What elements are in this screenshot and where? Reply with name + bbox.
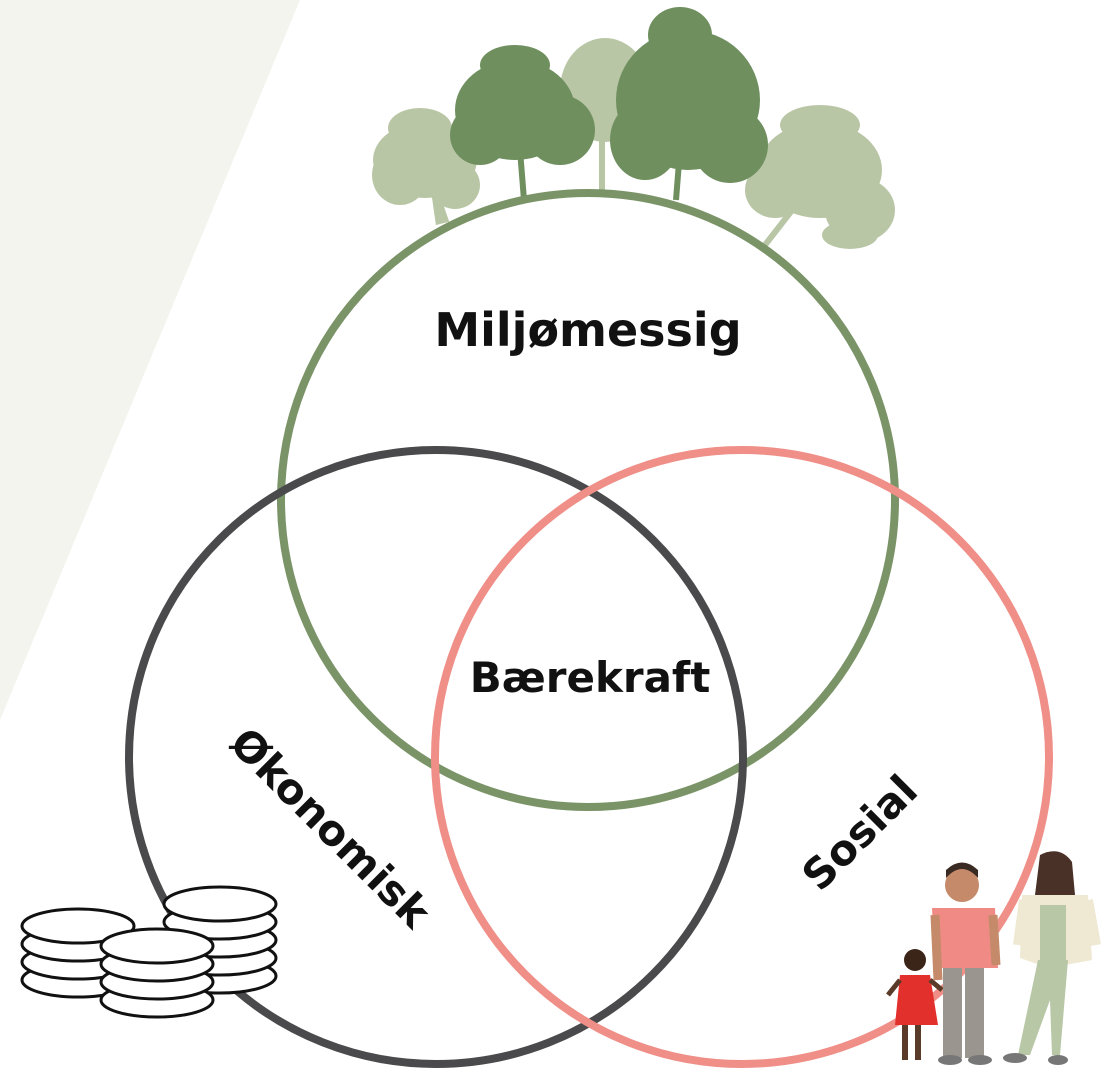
economic-circle	[125, 446, 747, 1068]
background-band	[0, 0, 300, 720]
social-circle	[431, 446, 1053, 1068]
environmental-circle	[277, 189, 899, 811]
environmental-label: Miljømessig	[434, 303, 741, 357]
family-icon	[886, 851, 1101, 1065]
social-label: Sosial	[792, 765, 927, 900]
trees-icon	[372, 7, 895, 249]
child-figure	[886, 949, 944, 1060]
coin-stack-icon	[20, 885, 278, 1019]
adult-hijab-figure	[1003, 851, 1101, 1065]
adult-pink-figure	[930, 862, 1001, 1065]
center-label: Bærekraft	[470, 653, 711, 702]
